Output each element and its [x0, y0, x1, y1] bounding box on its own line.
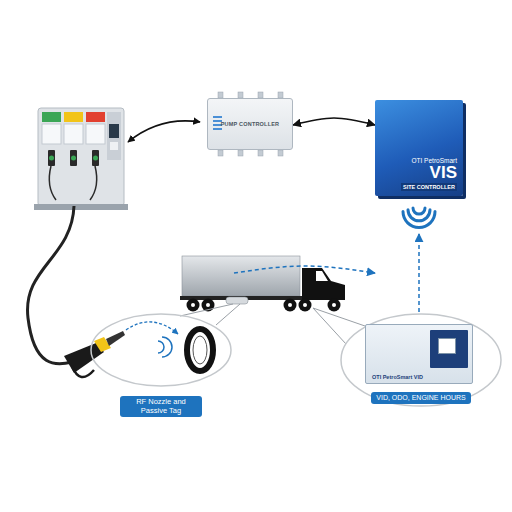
nozzle-callout: RF Nozzle and Passive Tag	[88, 312, 234, 432]
passive-tag	[187, 329, 213, 371]
controller-housing: OTI PetroSmartVISSITE CONTROLLER	[375, 100, 463, 196]
device-label: SITE CONTROLLER	[401, 183, 457, 191]
wifi-arc	[403, 212, 435, 228]
callout-outline	[341, 314, 501, 406]
truck	[180, 256, 345, 312]
device-label: OTI PetroSmart VID	[372, 374, 423, 380]
status-stripes	[213, 116, 222, 132]
pump-controller-box: PUMP CONTROLLER	[207, 98, 293, 150]
callout-label: VID, ODO, ENGINE HOURS	[371, 392, 470, 404]
link-arrow	[293, 118, 375, 125]
device-label: PUMP CONTROLLER	[221, 121, 280, 127]
dispenser-link-arrow	[128, 121, 200, 142]
circuit-board	[430, 330, 468, 368]
fuel-dispenser	[28, 108, 128, 364]
site-controller-box: OTI PetroSmartVISSITE CONTROLLER	[375, 100, 463, 234]
device-label: OTI PetroSmart	[411, 157, 457, 164]
callout-label: RF Nozzle and Passive Tag	[120, 396, 202, 417]
callout-outline	[91, 314, 231, 386]
wireless-link	[418, 234, 420, 312]
wifi-symbol	[375, 198, 463, 234]
rf-signal-arrow	[126, 322, 178, 334]
chip	[438, 338, 456, 354]
wifi-arc	[413, 208, 425, 214]
vid-device: OTI PetroSmart VID	[365, 324, 473, 384]
rf-signal-waves	[158, 337, 172, 357]
vid-callout: VID, ODO, ENGINE HOURS OTI PetroSmart VID	[338, 312, 504, 412]
wifi-arc	[408, 210, 430, 221]
device-label: VIS	[430, 164, 457, 183]
wireless-link	[234, 266, 375, 273]
